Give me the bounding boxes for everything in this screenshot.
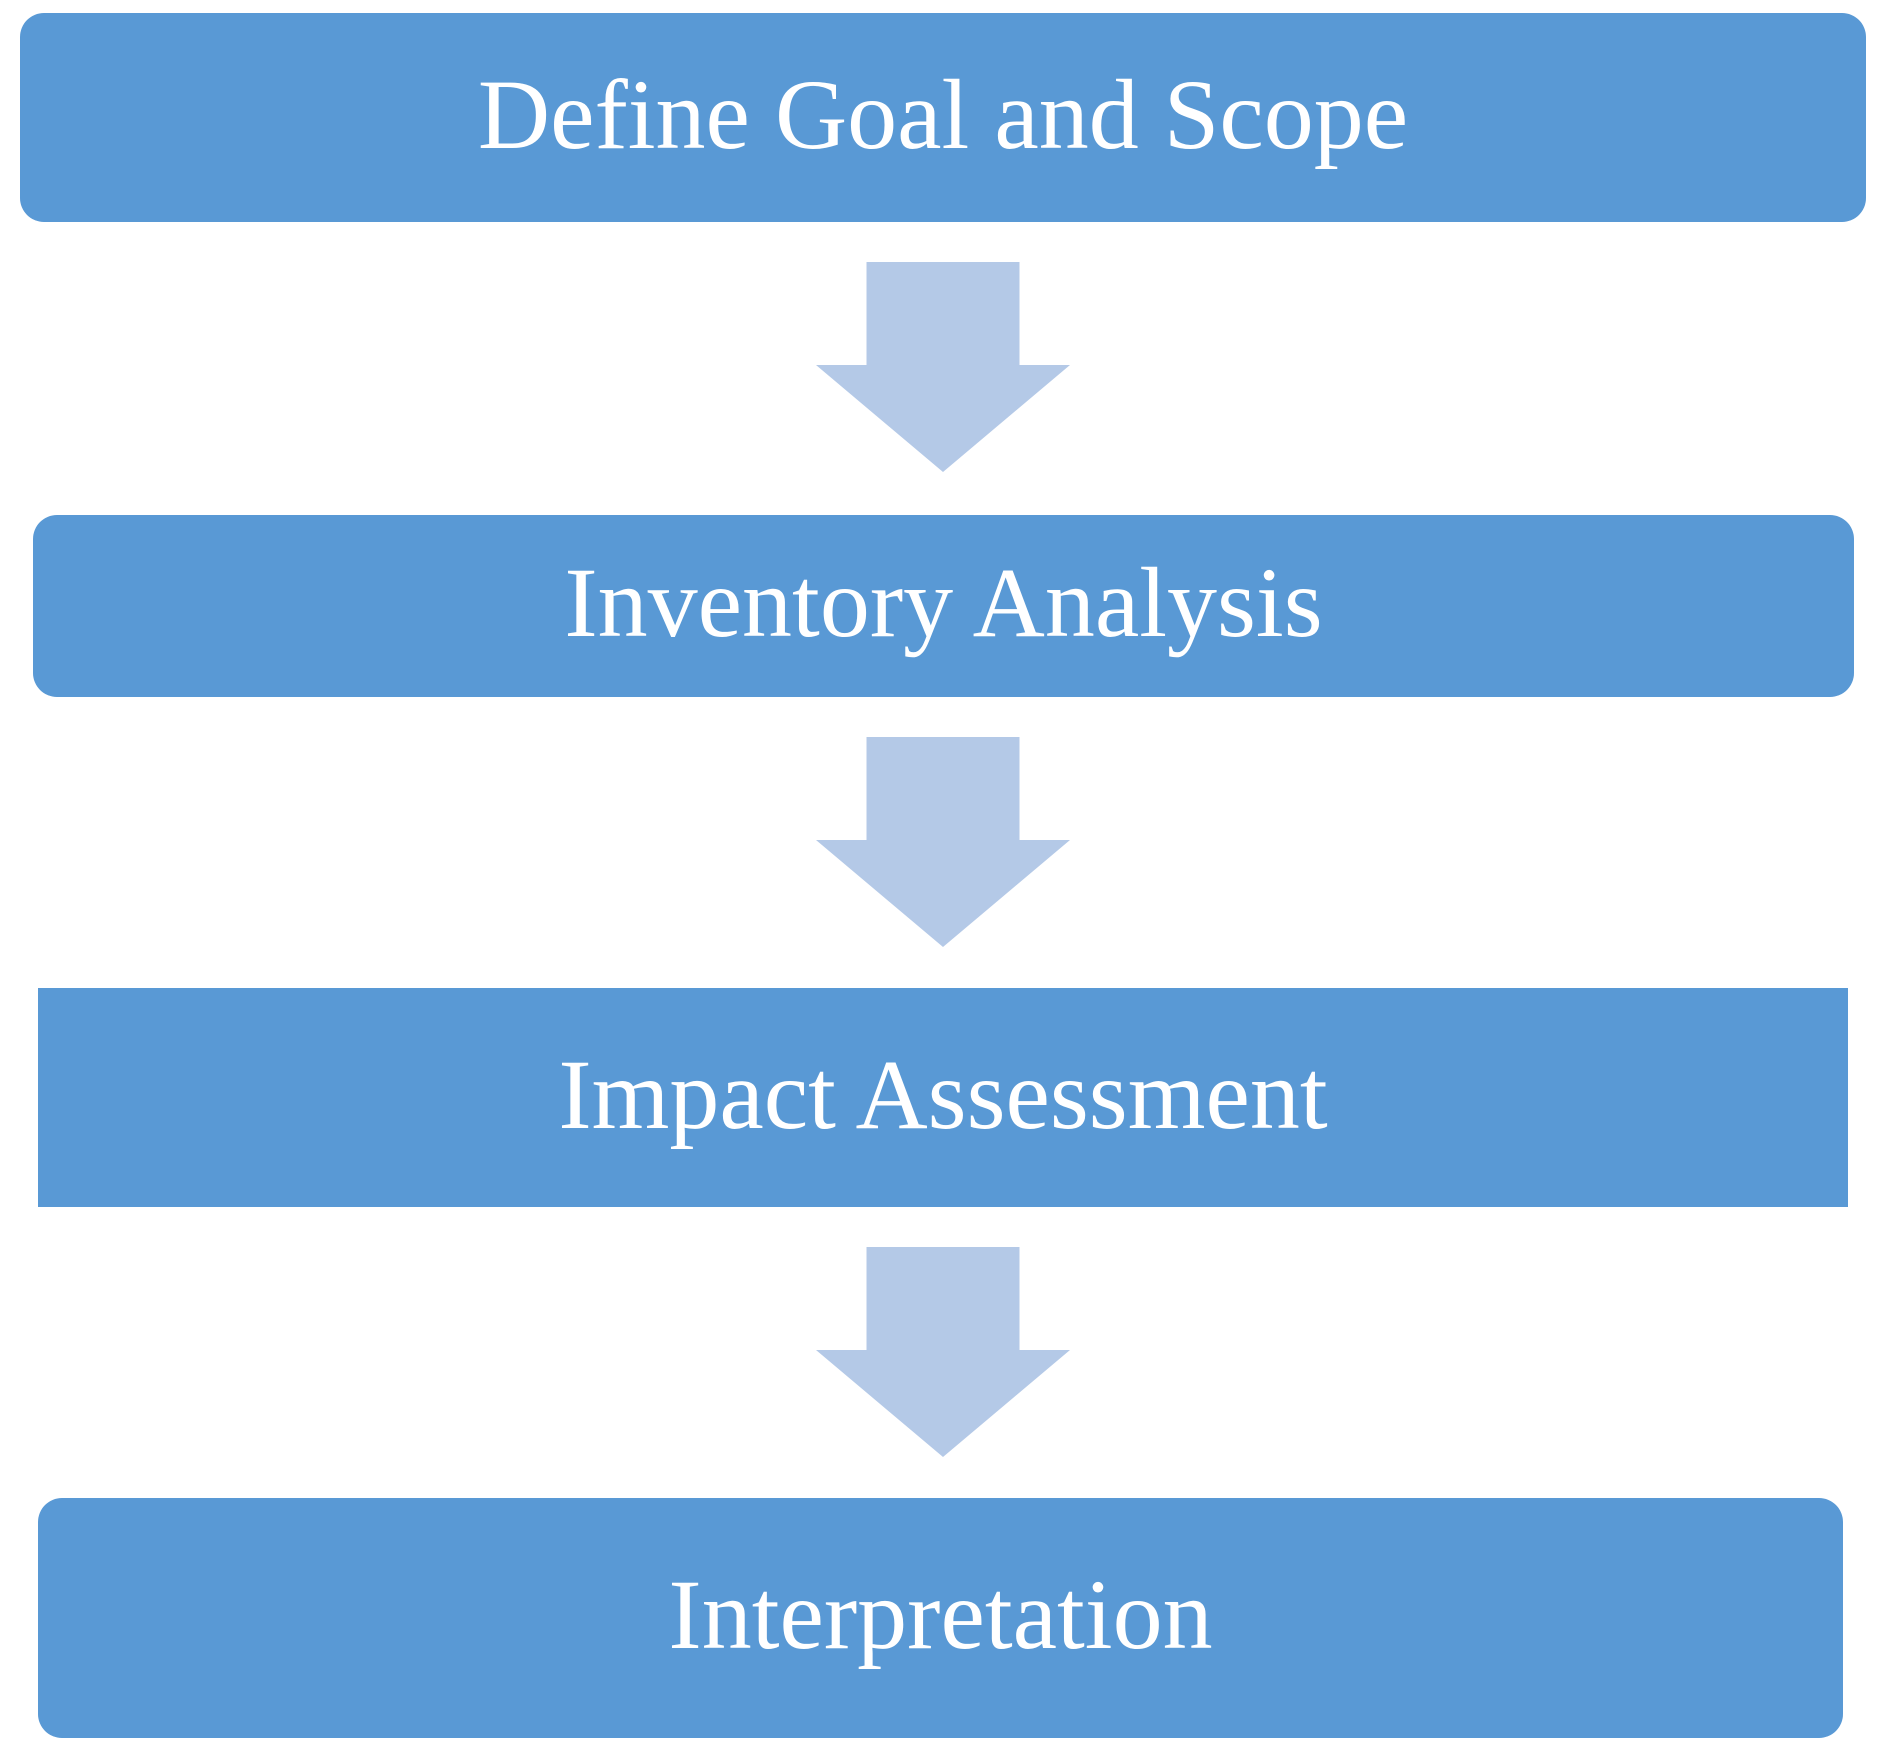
- down-arrow-icon: [816, 262, 1070, 472]
- down-arrow-shape: [816, 1247, 1070, 1457]
- step-box-define-goal-and-scope: Define Goal and Scope: [20, 13, 1866, 222]
- down-arrow-shape: [816, 262, 1070, 472]
- down-arrow-icon: [816, 1247, 1070, 1457]
- step-box-impact-assessment: Impact Assessment: [38, 988, 1848, 1207]
- step-label: Interpretation: [668, 1559, 1213, 1670]
- step-box-interpretation: Interpretation: [38, 1498, 1843, 1738]
- step-label: Define Goal and Scope: [477, 58, 1409, 170]
- step-box-inventory-analysis: Inventory Analysis: [33, 515, 1854, 697]
- down-arrow-icon: [816, 737, 1070, 947]
- step-label: Impact Assessment: [558, 1038, 1328, 1150]
- down-arrow-shape: [816, 737, 1070, 947]
- step-label: Inventory Analysis: [564, 547, 1323, 658]
